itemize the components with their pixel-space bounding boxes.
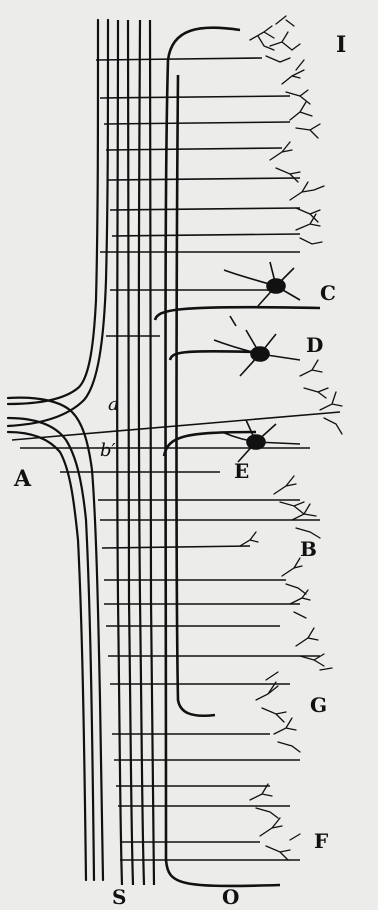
- label-e: E: [234, 459, 249, 483]
- label-s: S: [112, 885, 126, 909]
- label-b: B: [300, 537, 317, 561]
- label-c: C: [320, 281, 336, 305]
- label-f: F: [314, 829, 328, 853]
- label-b-prime: b′: [100, 440, 116, 461]
- label-o: O: [222, 885, 239, 909]
- label-a-small: a: [108, 394, 119, 415]
- label-g: G: [310, 693, 327, 717]
- label-d: D: [306, 333, 323, 357]
- label-a: A: [13, 466, 32, 492]
- label-i: I: [336, 32, 346, 58]
